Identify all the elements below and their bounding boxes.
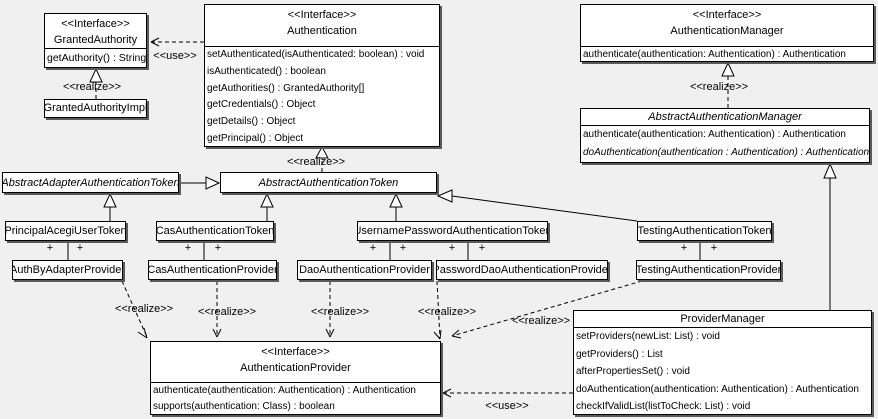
method: authenticate(authentication: Authenticat… bbox=[153, 385, 416, 396]
edge-provider-manager-use-provider bbox=[442, 388, 573, 398]
edge-testing-token-to-abstract-token bbox=[436, 189, 638, 222]
use-label: <<use>> bbox=[485, 400, 529, 412]
edge-adapter-token-to-abstract-token bbox=[179, 176, 221, 190]
edge-authentication-use-granted-authority bbox=[150, 37, 204, 47]
edge-granted-authority-impl-realize bbox=[89, 67, 103, 99]
class-name: AbstractAuthenticationToken bbox=[258, 176, 399, 189]
class-granted-authority[interactable]: <<Interface>> GrantedAuthority getAuthor… bbox=[44, 13, 147, 68]
class-principal-acegi-user-token[interactable]: PrincipalAcegiUserToken bbox=[5, 221, 126, 241]
class-provider-manager[interactable]: ProviderManager setProviders(newList: Li… bbox=[573, 310, 872, 415]
multiplicity-label: + bbox=[214, 242, 222, 254]
stereotype: <<Interface>> bbox=[261, 346, 330, 358]
realize-label: <<realize>> bbox=[62, 81, 122, 93]
stereotype: <<Interface>> bbox=[61, 18, 130, 30]
method: getProviders() : List bbox=[576, 348, 663, 360]
class-name: AuthenticationProvider bbox=[240, 362, 351, 374]
realize-label: <<realize>> bbox=[197, 306, 257, 318]
class-abstract-authentication-manager[interactable]: AbstractAuthenticationManager authentica… bbox=[580, 108, 870, 163]
method: getPrincipal() : Object bbox=[207, 132, 304, 144]
multiplicity-label: + bbox=[448, 242, 456, 254]
class-granted-authority-impl[interactable]: GrantedAuthorityImpl bbox=[44, 99, 147, 118]
realize-label: <<realize>> bbox=[310, 306, 370, 318]
multiplicity-label: + bbox=[184, 242, 192, 254]
class-name: TestingAuthenticationProvider bbox=[636, 264, 781, 276]
class-name: AuthByAdapterProvider bbox=[12, 264, 123, 276]
multiplicity-label: + bbox=[399, 242, 407, 254]
edge-passworddao-realize-provider bbox=[433, 280, 442, 340]
realize-label: <<realize>> bbox=[689, 81, 749, 93]
class-name: DaoAuthenticationProvider bbox=[299, 264, 430, 276]
method: checkIfValidList(listToCheck: List) : vo… bbox=[576, 401, 751, 412]
method: getDetails() : Object bbox=[207, 116, 296, 128]
multiplicity-label: + bbox=[76, 242, 84, 254]
method: getAuthority() : String bbox=[47, 52, 146, 64]
method: authenticate(authentication: Authenticat… bbox=[583, 49, 846, 60]
class-name: AbstractAdapterAuthenticationToken bbox=[2, 176, 179, 189]
edge-casprovider-realize-provider bbox=[212, 281, 222, 338]
class-name: TestingAuthenticationToken bbox=[637, 225, 772, 237]
method: isAuthenticated() : boolean bbox=[207, 65, 326, 77]
method: getAuthorities() : GrantedAuthority[] bbox=[207, 82, 365, 94]
method: doAuthentication(authentication : Authen… bbox=[583, 146, 869, 158]
class-name: GrantedAuthorityImpl bbox=[44, 102, 147, 114]
edge-provider-manager-to-abstract-manager bbox=[823, 162, 837, 310]
method: supports(authentication: Class) : boolea… bbox=[153, 401, 335, 413]
realize-label: <<realize>> bbox=[417, 306, 477, 318]
class-name: PasswordDaoAuthenticationProvider bbox=[436, 264, 608, 276]
edge-abstract-manager-realize-authentication-manager bbox=[721, 61, 735, 108]
class-authentication-manager[interactable]: <<Interface>> AuthenticationManager auth… bbox=[580, 4, 874, 62]
class-testing-authentication-provider[interactable]: TestingAuthenticationProvider bbox=[636, 260, 781, 280]
edge-principal-token-to-adapter-token bbox=[103, 192, 117, 221]
multiplicity-label: + bbox=[478, 242, 486, 254]
edge-daoprovider-realize-provider bbox=[325, 281, 335, 338]
class-name: AbstractAuthenticationManager bbox=[581, 109, 869, 126]
class-auth-by-adapter-provider[interactable]: AuthByAdapterProvider bbox=[12, 260, 123, 280]
class-testing-authentication-token[interactable]: TestingAuthenticationToken bbox=[637, 221, 772, 241]
edge-testingprovider-realize-provider bbox=[451, 280, 643, 339]
edge-cas-token-to-abstract-token bbox=[260, 192, 274, 221]
realize-label: <<realize>> bbox=[114, 303, 174, 315]
class-name: UsernamePasswordAuthenticationToken bbox=[357, 225, 548, 237]
multiplicity-label: + bbox=[46, 242, 54, 254]
class-dao-authentication-provider[interactable]: DaoAuthenticationProvider bbox=[297, 260, 432, 280]
stereotype: <<Interface>> bbox=[287, 9, 357, 21]
multiplicity-label: + bbox=[680, 242, 688, 254]
multiplicity-label: + bbox=[710, 242, 718, 254]
edge-authbyadapter-realize-provider bbox=[121, 280, 148, 339]
class-name: ProviderManager bbox=[574, 311, 871, 328]
method: doAuthentication(authentication: Authent… bbox=[576, 383, 859, 395]
class-cas-authentication-token[interactable]: CasAuthenticationToken bbox=[156, 221, 274, 241]
realize-label: <<realize>> bbox=[511, 315, 571, 327]
class-username-password-authentication-token[interactable]: UsernamePasswordAuthenticationToken bbox=[357, 221, 548, 241]
class-name: CasAuthenticationProvider bbox=[148, 264, 277, 276]
use-label: <<use>> bbox=[153, 50, 197, 62]
method: getCredentials() : Object bbox=[207, 99, 316, 111]
class-cas-authentication-provider[interactable]: CasAuthenticationProvider bbox=[148, 260, 277, 280]
class-abstract-authentication-token[interactable]: AbstractAuthenticationToken bbox=[220, 172, 437, 193]
class-name: Authentication bbox=[287, 25, 357, 37]
multiplicity-label: + bbox=[369, 242, 377, 254]
method: afterPropertiesSet() : void bbox=[576, 366, 690, 377]
class-name: GrantedAuthority bbox=[53, 34, 138, 46]
class-password-dao-authentication-provider[interactable]: PasswordDaoAuthenticationProvider bbox=[436, 260, 608, 280]
edge-abstract-token-realize-authentication bbox=[315, 145, 329, 172]
realize-label: <<realize>> bbox=[286, 156, 346, 168]
method: setAuthenticated(isAuthenticated: boolea… bbox=[207, 49, 425, 60]
class-name: AuthenticationManager bbox=[670, 25, 784, 37]
class-authentication-provider[interactable]: <<Interface>> AuthenticationProvider aut… bbox=[150, 341, 441, 415]
method: authenticate(authentication: Authenticat… bbox=[583, 129, 846, 140]
class-name: CasAuthenticationToken bbox=[156, 225, 274, 237]
class-abstract-adapter-authentication-token[interactable]: AbstractAdapterAuthenticationToken bbox=[2, 172, 179, 193]
stereotype: <<Interface>> bbox=[692, 9, 762, 21]
method: setProviders(newList: List) : void bbox=[576, 331, 720, 342]
class-name: PrincipalAcegiUserToken bbox=[5, 225, 126, 237]
class-authentication[interactable]: <<Interface>> Authentication setAuthenti… bbox=[204, 4, 440, 147]
edge-usernamepassword-token-to-abstract-token bbox=[389, 192, 403, 221]
